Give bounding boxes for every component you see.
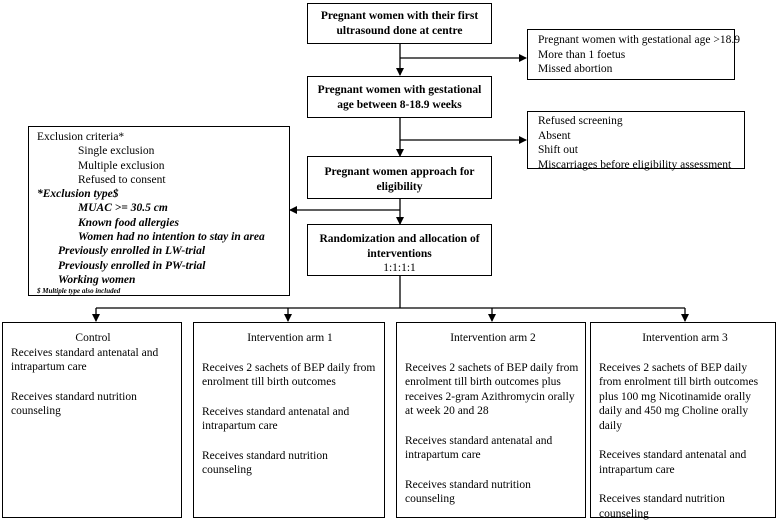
- box-randomization: Randomization and allocation of interven…: [307, 224, 492, 276]
- side-exclusion-2: Refused screening Absent Shift out Misca…: [527, 111, 745, 171]
- exclusion-criteria-box: Exclusion criteria* Single exclusion Mul…: [28, 126, 290, 296]
- arm-intervention-2: Intervention arm 2 Receives 2 sachets of…: [396, 322, 586, 518]
- exclusion-footnote: $ Multiple type also included: [37, 287, 121, 296]
- exclusion-type-title: *Exclusion type$: [37, 188, 119, 201]
- arm-title: Intervention arm 3: [642, 332, 728, 344]
- arm-title: Control: [75, 332, 111, 344]
- exclusion-title: Exclusion criteria*: [37, 131, 125, 143]
- arm-intervention-3: Intervention arm 3 Receives 2 sachets of…: [590, 322, 776, 520]
- box-approach-eligibility: Pregnant women approach for eligibility: [307, 156, 492, 199]
- box-gestational-age: Pregnant women with gestational age betw…: [307, 76, 492, 118]
- arm-control: Control Receives standard antenatal and …: [2, 322, 182, 518]
- arm-title: Intervention arm 1: [247, 332, 333, 344]
- box-first-ultrasound: Pregnant women with their first ultrasou…: [307, 3, 492, 44]
- arm-title: Intervention arm 2: [450, 332, 536, 344]
- side-exclusion-1: Pregnant women with gestational age >18.…: [527, 29, 740, 80]
- arm-intervention-1: Intervention arm 1 Receives 2 sachets of…: [193, 322, 385, 518]
